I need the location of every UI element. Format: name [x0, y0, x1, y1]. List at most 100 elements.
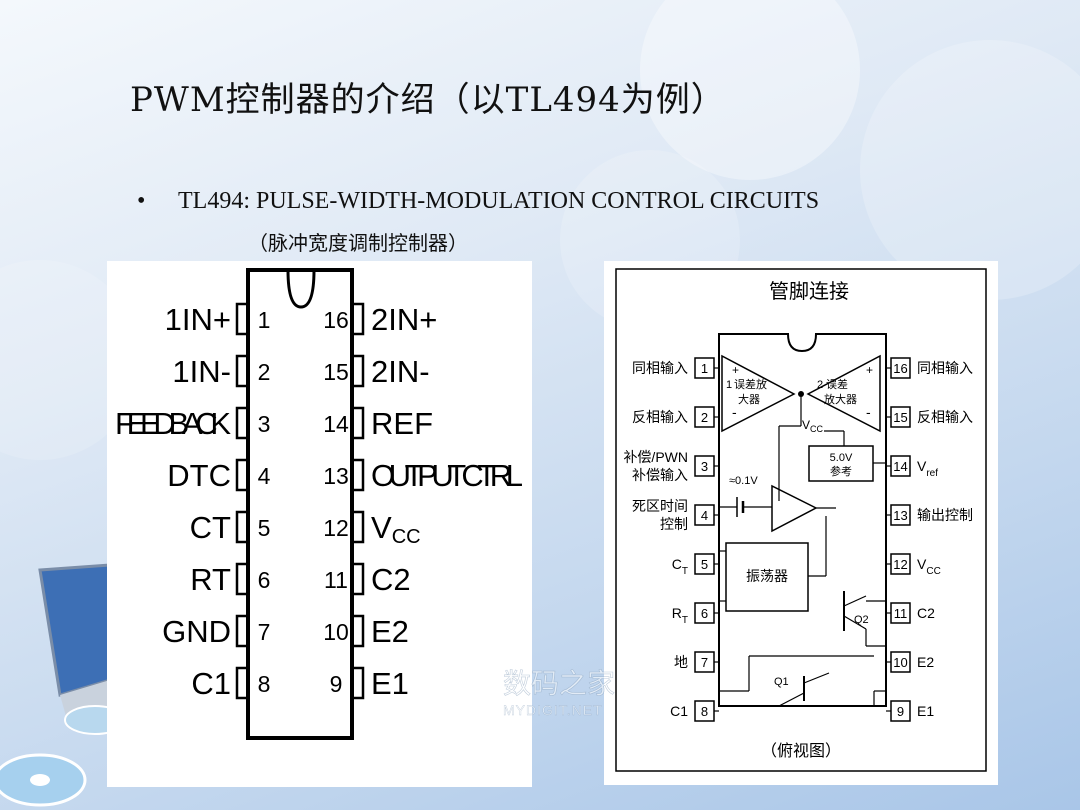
- q2-collector: [843, 595, 867, 607]
- pin-label-11: C2: [371, 562, 411, 597]
- amp1-minus: -: [732, 404, 737, 420]
- amp2-label: 误差: [826, 377, 848, 391]
- amp1-number: 1: [726, 379, 732, 391]
- pin-label-3: FEEDBACK: [115, 406, 231, 441]
- pin-lead-12: [350, 510, 365, 544]
- pin-number-5: 5: [701, 557, 708, 572]
- pin-number-9: 9: [897, 704, 904, 719]
- pin-label-13: OUTPUT CTRL: [371, 458, 523, 493]
- pin-number-5: 5: [258, 515, 271, 541]
- pin-label-11: C2: [917, 605, 935, 621]
- oscillator-label: 振荡器: [746, 568, 788, 584]
- pin-label-4-line2: 控制: [660, 516, 688, 532]
- pin-number-3: 3: [701, 459, 708, 474]
- disc-icon: [64, 705, 110, 735]
- pin-lead-10: [350, 614, 365, 648]
- dead-time-voltage: ≈0.1V: [729, 475, 758, 487]
- pin-number-10: 10: [323, 619, 349, 645]
- pin-number-8: 8: [258, 671, 271, 697]
- pin-lead-4: [235, 458, 250, 492]
- pin-number-7: 7: [258, 619, 271, 645]
- reference-label: 参考: [830, 464, 852, 478]
- pin-label-6: RT: [672, 605, 688, 626]
- pin-label-4: DTC: [167, 458, 231, 493]
- pin-number-16: 16: [893, 361, 907, 376]
- bokeh-circle: [640, 0, 860, 180]
- laptop-screen: [38, 563, 110, 697]
- pin-label-10: E2: [917, 654, 934, 670]
- pin-lead-9: [350, 666, 365, 700]
- pin-number-11: 11: [894, 606, 908, 621]
- pin-lead-7: [235, 614, 250, 648]
- watermark: 数码之家 MYDIGIT.NET: [445, 655, 645, 725]
- pin-number-1: 1: [701, 361, 708, 376]
- q1-label: Q1: [774, 676, 789, 688]
- q2-label: Q2: [854, 614, 869, 626]
- amp1-label: 误差放: [734, 377, 767, 391]
- pin-label-5: CT: [190, 510, 231, 545]
- pin-number-6: 6: [258, 567, 271, 593]
- bullet-marker: •: [137, 188, 146, 214]
- watermark-en: MYDIGIT.NET: [503, 702, 603, 718]
- pin-lead-13: [350, 458, 365, 492]
- pin-label-16: 同相输入: [917, 360, 973, 376]
- pin-lead-11: [350, 562, 365, 596]
- pin-label-2: 反相输入: [632, 409, 688, 425]
- pin-label-7: 地: [674, 654, 688, 670]
- pin-number-9: 9: [330, 671, 343, 697]
- pin-number-6: 6: [701, 606, 708, 621]
- pin-label-12: VCC: [371, 510, 421, 548]
- disc-hole: [30, 774, 50, 786]
- pin-number-16: 16: [323, 307, 349, 333]
- ic-notch: [286, 269, 316, 309]
- pin-label-2: 1IN-: [172, 354, 231, 389]
- pin-number-12: 12: [323, 515, 349, 541]
- pinout-diagram-chinese: 管脚连接 （俯视图） + - + - 1 2 误差放 大器 误差 放大器 VCC: [604, 261, 998, 785]
- pin-label-8: C1: [191, 666, 231, 701]
- diagram-footer: （俯视图）: [761, 742, 841, 760]
- pin-label-12: VCC: [917, 556, 941, 577]
- watermark-logo-icon: [447, 665, 495, 713]
- q1-collector: [803, 672, 830, 684]
- pin-number-2: 2: [701, 410, 708, 425]
- pin-label-15: 反相输入: [917, 409, 973, 425]
- pin-number-11: 11: [324, 567, 348, 593]
- pin-number-2: 2: [258, 359, 271, 385]
- amp2-number: 2: [817, 379, 823, 391]
- pin-number-8: 8: [701, 704, 708, 719]
- pin-lead-1: [235, 302, 250, 336]
- diagram-heading: 管脚连接: [769, 280, 849, 303]
- pin-lead-16: [350, 302, 365, 336]
- pin-label-1: 同相输入: [632, 360, 688, 376]
- amp2-plus: +: [866, 363, 873, 377]
- watermark-svg: 数码之家 MYDIGIT.NET: [447, 665, 615, 718]
- pin-label-1: 1IN+: [165, 302, 231, 337]
- pin-number-10: 10: [893, 655, 907, 670]
- pin-number-4: 4: [258, 463, 271, 489]
- diagram-frame: [615, 268, 987, 772]
- pin-number-4: 4: [701, 508, 708, 523]
- pin-number-13: 13: [893, 508, 907, 523]
- pin-lead-6: [235, 562, 250, 596]
- vcc-label: VCC: [802, 418, 824, 434]
- pinout-block-diagram-svg: 管脚连接 （俯视图） + - + - 1 2 误差放 大器 误差 放大器 VCC: [615, 268, 987, 772]
- pin-label-4: 死区时间: [632, 498, 688, 514]
- ic-outline: [718, 333, 887, 707]
- laptop-decoration: [0, 563, 110, 807]
- pin-label-8: C1: [670, 703, 688, 719]
- bokeh-circle: [860, 40, 1080, 300]
- ic-body: [246, 268, 354, 740]
- pin-label-15: 2IN-: [371, 354, 430, 389]
- pin-label-10: E2: [371, 614, 409, 649]
- pin-lead-3: [235, 406, 250, 440]
- pin-number-14: 14: [893, 459, 907, 474]
- pin-number-7: 7: [701, 655, 708, 670]
- q2-emitter: [843, 615, 867, 630]
- pin-label-16: 2IN+: [371, 302, 437, 337]
- pin-number-15: 15: [893, 410, 907, 425]
- amp1-label-line2: 大器: [738, 392, 760, 406]
- pin-number-14: 14: [323, 411, 349, 437]
